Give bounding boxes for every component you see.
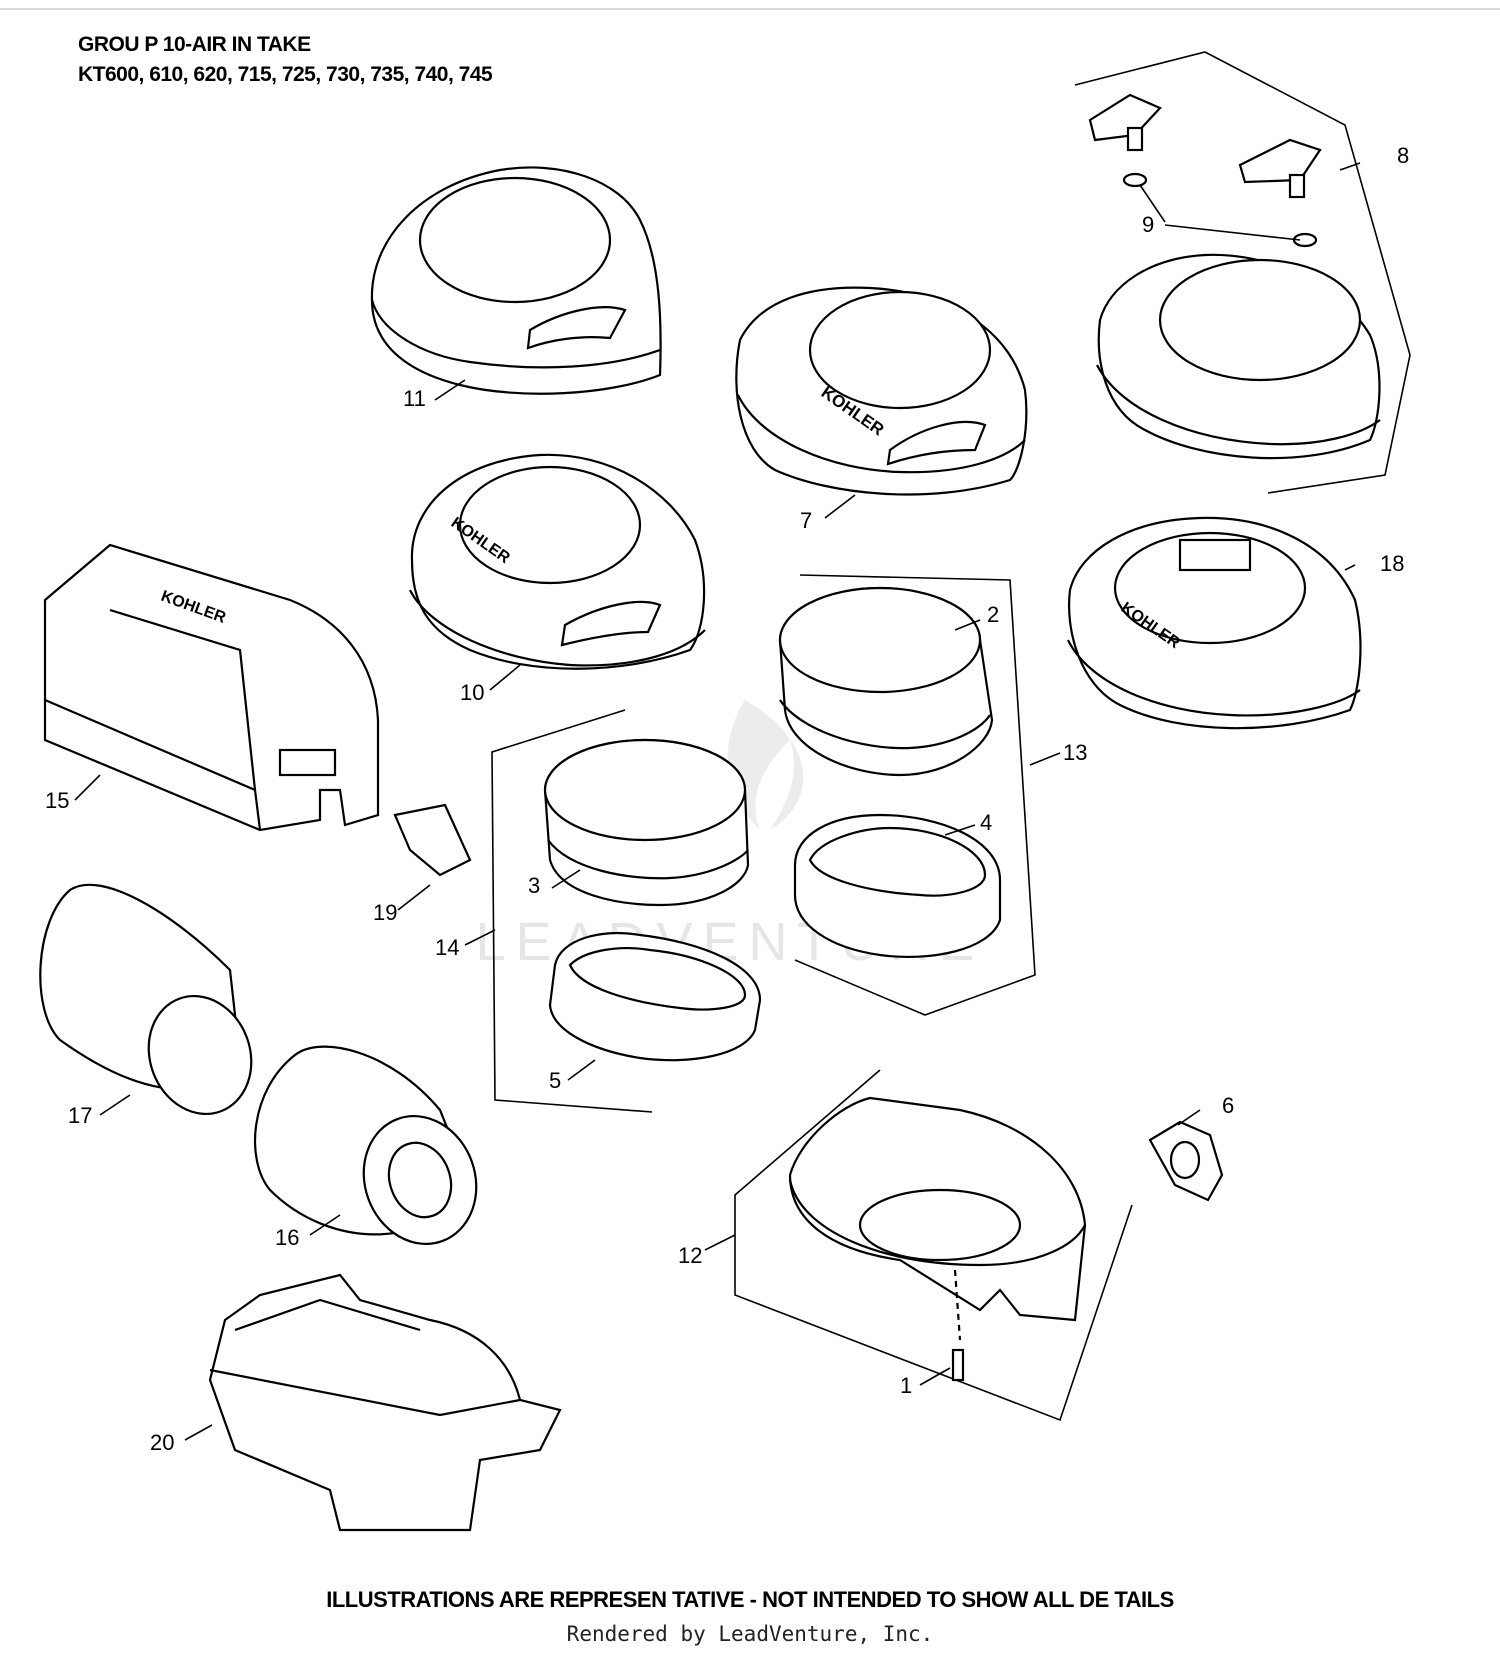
diagram-title-block: GROU P 10-AIR IN TAKE KT600, 610, 620, 7… <box>78 30 493 90</box>
callout-7: 7 <box>800 508 812 533</box>
part-1-pin <box>951 1348 965 1382</box>
callout-18: 18 <box>1380 551 1404 576</box>
part-15-housing: KOHLER <box>43 543 380 832</box>
callout-6: 6 <box>1222 1093 1234 1118</box>
disclaimer: ILLUSTRATIONS ARE REPRESEN TATIVE - NOT … <box>326 1587 1174 1612</box>
leader-2 <box>954 619 981 631</box>
leader-7 <box>824 494 856 519</box>
bracket-8 <box>1074 51 1411 494</box>
callout-8: 8 <box>1397 143 1409 168</box>
bracket-13 <box>794 574 1036 1016</box>
leader-16 <box>309 1214 341 1236</box>
callout-12: 12 <box>678 1243 702 1268</box>
callout-2: 2 <box>987 602 999 627</box>
leader-10 <box>489 664 521 691</box>
part-16-filter <box>253 1045 478 1246</box>
leader-5 <box>567 1059 596 1081</box>
part-17-sleeve <box>39 883 253 1116</box>
part-18-cover: KOHLER <box>1067 516 1362 730</box>
part-11-cover <box>370 166 662 395</box>
leader-14 <box>464 929 496 946</box>
leader-9b <box>1139 184 1166 223</box>
leader-9a <box>1164 224 1301 241</box>
leader-13 <box>1029 752 1061 766</box>
callout-9: 9 <box>1142 212 1154 237</box>
watermark-flame-icon <box>727 700 804 830</box>
group-brackets <box>491 51 1411 1422</box>
part-19-clip <box>393 803 472 877</box>
group-title: GROU P 10-AIR IN TAKE <box>78 33 311 56</box>
part-3-filter <box>543 738 750 907</box>
callout-3: 3 <box>528 873 540 898</box>
callout-4: 4 <box>980 810 992 835</box>
callout-14: 14 <box>435 935 459 960</box>
rendered-by-credit: Rendered by LeadVenture, Inc. <box>566 1622 934 1646</box>
callout-20: 20 <box>150 1430 174 1455</box>
part-7-cover: KOHLER <box>735 286 1028 496</box>
model-list: KT600, 610, 620, 715, 725, 730, 735, 740… <box>78 63 493 86</box>
leader-17 <box>99 1094 131 1116</box>
part-8-cover <box>1096 253 1381 460</box>
part-5-precleaner <box>548 931 762 1062</box>
callout-5: 5 <box>549 1068 561 1093</box>
leader-15 <box>74 774 101 801</box>
bracket-12 <box>734 1069 1133 1422</box>
leader-18 <box>1344 564 1356 571</box>
part-9-o-rings <box>1122 172 1318 248</box>
leader-12 <box>704 1234 736 1251</box>
leader-4 <box>944 824 976 836</box>
callout-17: 17 <box>68 1103 92 1128</box>
part-4-precleaner <box>793 813 1002 959</box>
part-8-knobs <box>1088 93 1322 199</box>
callout-16: 16 <box>275 1225 299 1250</box>
callout-labels: 11 7 8 9 10 18 2 13 4 3 15 19 14 5 6 17 … <box>45 143 1409 1455</box>
leader-19 <box>397 884 431 911</box>
leader-20 <box>184 1424 213 1441</box>
callout-15: 15 <box>45 788 69 813</box>
part-2-filter <box>778 586 994 777</box>
bracket-14 <box>491 709 653 1113</box>
callout-13: 13 <box>1063 740 1087 765</box>
leader-lines <box>74 162 1361 1441</box>
callout-11: 11 <box>403 386 426 411</box>
leader-11 <box>434 379 466 401</box>
callout-1: 1 <box>900 1373 912 1398</box>
leader-1 <box>919 1367 951 1386</box>
leader-3 <box>551 869 581 889</box>
part-20-base <box>208 1273 562 1532</box>
part-6-gasket <box>1148 1120 1224 1202</box>
top-rule <box>0 8 1500 10</box>
callout-10: 10 <box>460 680 484 705</box>
leader-8 <box>1339 162 1361 171</box>
part-12-base <box>788 1096 1087 1341</box>
leader-6 <box>1177 1109 1201 1126</box>
part-10-cover: KOHLER <box>409 453 706 670</box>
callout-19: 19 <box>373 900 397 925</box>
